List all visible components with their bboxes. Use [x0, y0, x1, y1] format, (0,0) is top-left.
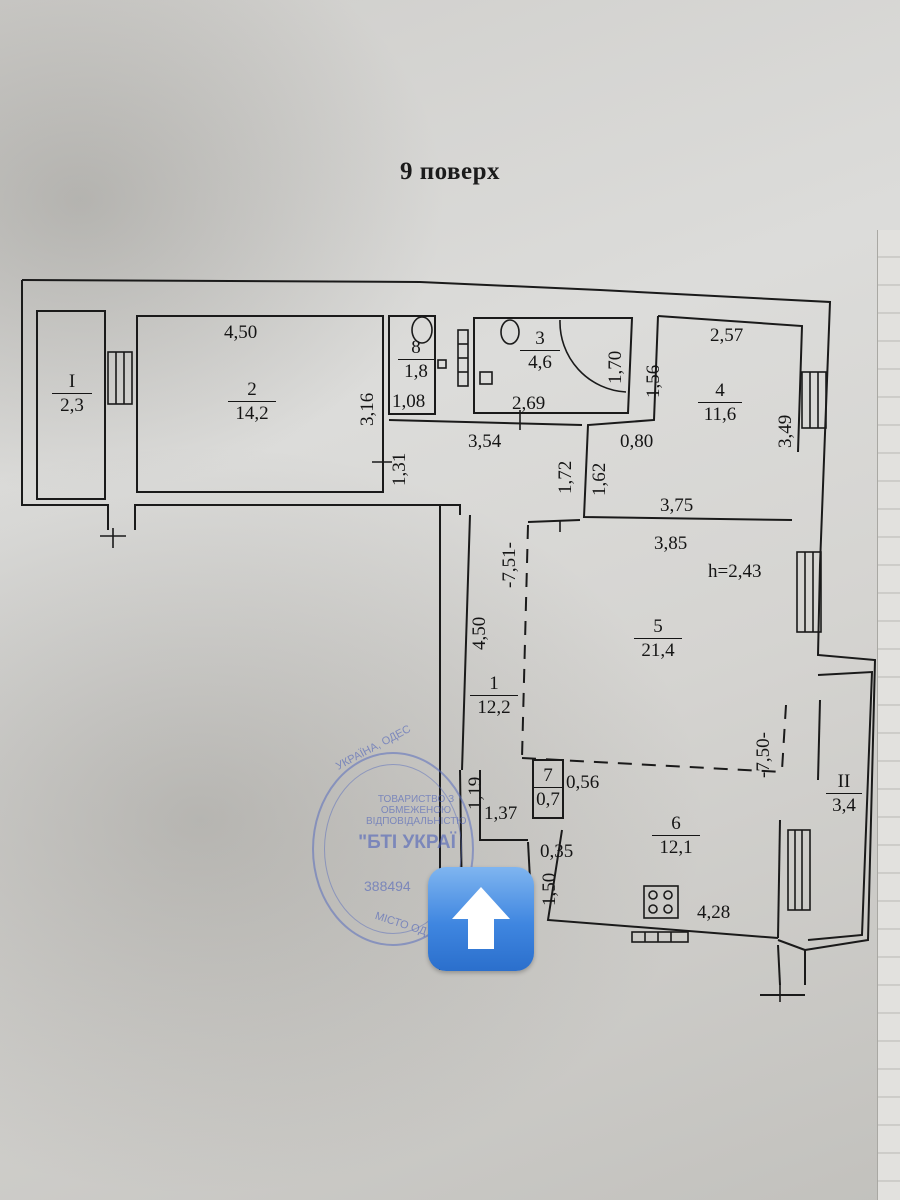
- room-2-label: 2 14,2: [228, 380, 276, 424]
- official-stamp: УКРАЇНА, ОДЕС ТОВАРИСТВО З ОБМЕЖЕНОЮ ВІД…: [312, 723, 474, 946]
- room-number: 4: [698, 381, 742, 403]
- dim-label: 0,35: [540, 841, 574, 862]
- stamp-company-name: "БТІ УКРАЇ: [358, 832, 456, 853]
- room-number: 8: [398, 338, 434, 360]
- dim-label: 1,19: [465, 776, 486, 810]
- room-number: 7: [534, 766, 562, 788]
- room-area: 2,3: [60, 394, 84, 416]
- dim-label: 1,50: [539, 872, 560, 906]
- room-area: 11,6: [703, 403, 737, 425]
- room-number: 2: [228, 380, 276, 402]
- dim-label: -7,51-: [499, 542, 520, 588]
- dim-label: 1,72: [555, 460, 576, 494]
- dim-label: 3,75: [660, 495, 694, 516]
- stamp-code: 388494: [364, 878, 411, 894]
- dim-label: h=2,43: [708, 561, 762, 582]
- room-area: 12,1: [659, 836, 693, 858]
- dim-label: 3,85: [654, 533, 688, 554]
- room-area: 1,8: [404, 360, 428, 382]
- dim-label: 1,37: [484, 803, 518, 824]
- dim-label: 4,50: [469, 616, 490, 650]
- room-6-label: 6 12,1: [652, 814, 700, 858]
- room-number: 6: [652, 814, 700, 836]
- dim-label: 1,31: [389, 452, 410, 486]
- dim-label: 4,28: [697, 902, 731, 923]
- room-number: II: [826, 772, 862, 794]
- room-8-label: 8 1,8: [398, 338, 434, 382]
- dim-label: 1,08: [392, 391, 426, 412]
- stamp-inner-ring: [324, 764, 462, 934]
- room-number: 1: [470, 674, 518, 696]
- room-number: 3: [520, 329, 560, 351]
- dim-label: 3,16: [357, 392, 378, 426]
- dim-label: 0,56: [566, 772, 600, 793]
- dim-label: -7,50-: [753, 732, 774, 778]
- room-area: 0,7: [536, 788, 560, 810]
- room-area: 14,2: [235, 402, 269, 424]
- scroll-up-button[interactable]: [428, 867, 534, 971]
- room-area: 4,6: [528, 351, 552, 373]
- room-II-label: II 3,4: [826, 772, 862, 816]
- room-3-label: 3 4,6: [520, 329, 560, 373]
- room-1-label: 1 12,2: [470, 674, 518, 718]
- room-number: I: [52, 372, 92, 394]
- room-number: 5: [634, 617, 682, 639]
- room-area: 12,2: [477, 696, 511, 718]
- floor-title: 9 поверх: [399, 158, 501, 185]
- arrow-up-icon: [452, 887, 510, 949]
- room-area: 21,4: [641, 639, 675, 661]
- dim-label: 1,70: [605, 350, 626, 384]
- room-4-label: 4 11,6: [698, 381, 742, 425]
- stamp-company-type: ТОВАРИСТВО З ОБМЕЖЕНОЮ ВІДПОВІДАЛЬНІСТЮ: [366, 794, 467, 827]
- room-5-label: 5 21,4: [634, 617, 682, 661]
- dim-label: 1,56: [643, 364, 664, 398]
- dim-label: 1,62: [589, 462, 610, 496]
- dim-label: 2,69: [512, 393, 546, 414]
- dim-label: 3,54: [468, 431, 502, 452]
- room-I-label: I 2,3: [52, 372, 92, 416]
- room-area: 3,4: [832, 794, 856, 816]
- dim-label: 3,49: [775, 414, 796, 448]
- page-edge: [877, 230, 900, 1200]
- dim-label: 4,50: [224, 322, 258, 343]
- room-7-label: 7 0,7: [534, 766, 562, 810]
- dim-label: 0,80: [620, 431, 654, 452]
- dim-label: 2,57: [710, 325, 744, 346]
